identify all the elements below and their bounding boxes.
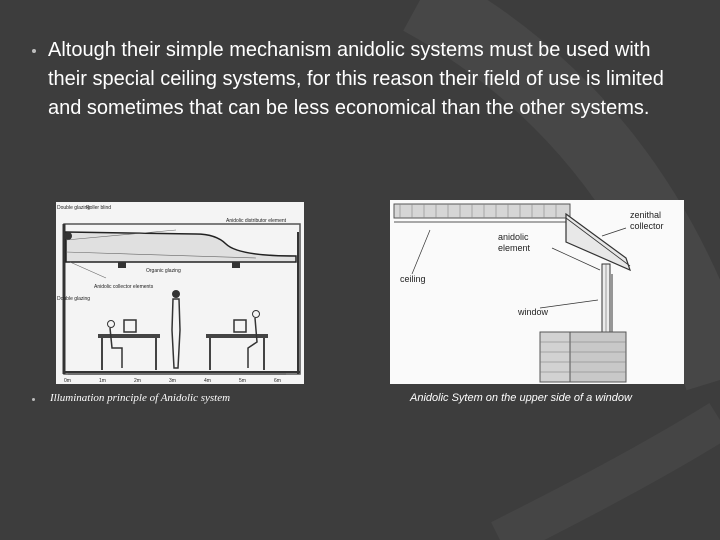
scale-label: 6m	[274, 378, 281, 384]
scale-label: 5m	[239, 378, 246, 384]
label-anidolic: anidolic	[498, 232, 529, 242]
label-collector: collector	[630, 221, 664, 231]
label-roller-blind: Roller blind	[86, 205, 111, 211]
figure-illumination-principle: 0m 1m 2m 3m 4m 5m 6m Double glazing Roll…	[56, 202, 304, 384]
label-collector-elements: Anidolic collector elements	[94, 284, 154, 290]
label-organic-glazing: Organic glazing	[146, 268, 181, 274]
label-double-glazing-bottom: Double glazing	[57, 296, 90, 302]
label-double-glazing-top: Double glazing	[57, 205, 90, 211]
caption-anidolic-window: Anidolic Sytem on the upper side of a wi…	[410, 392, 632, 404]
scale-label: 0m	[64, 378, 71, 384]
label-element: element	[498, 243, 531, 253]
bullet-marker	[32, 398, 35, 401]
slide-body-text: Altough their simple mechanism anidolic …	[48, 39, 664, 119]
scale-label: 1m	[99, 378, 106, 384]
label-ceiling: ceiling	[400, 274, 426, 284]
bullet-marker	[32, 49, 36, 53]
label-distributor-element: Anidolic distributor element	[226, 218, 287, 224]
label-window: window	[517, 307, 549, 317]
scale-label: 3m	[169, 378, 176, 384]
scale-label: 2m	[134, 378, 141, 384]
figure-anidolic-window: zenithal collector anidolic element ceil…	[390, 200, 684, 384]
scale-label: 4m	[204, 378, 211, 384]
label-zenithal: zenithal	[630, 210, 661, 220]
caption-illumination-principle: Illumination principle of Anidolic syste…	[50, 392, 231, 404]
